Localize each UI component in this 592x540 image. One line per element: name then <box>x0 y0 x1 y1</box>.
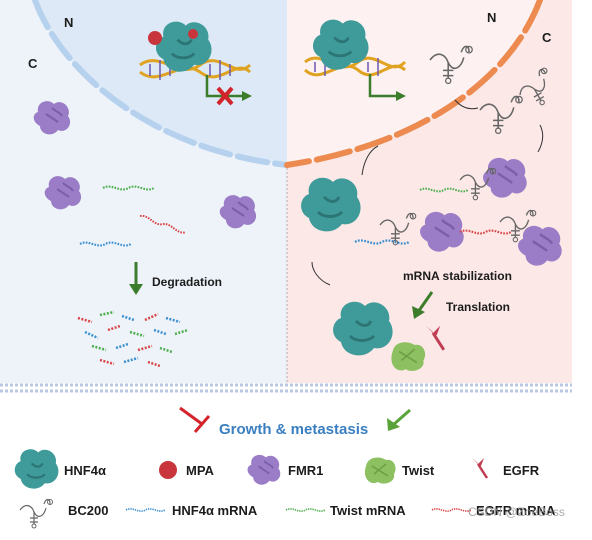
legend-hnf4a-label: HNF4α <box>64 463 106 478</box>
legend-bc200-label: BC200 <box>68 503 108 518</box>
translation-arrow <box>412 291 434 319</box>
degraded-fragments <box>77 310 189 368</box>
legend-twist-mrna-label: Twist mRNA <box>330 503 406 518</box>
right-nucleus-label: N <box>487 10 496 25</box>
legend-hnf4a-mrna-label: HNF4α mRNA <box>172 503 258 518</box>
block-x-icon <box>216 86 234 106</box>
right-nuclear-membrane <box>284 0 543 168</box>
bc200-legend-icon <box>19 498 54 529</box>
degradation-label: Degradation <box>152 275 222 289</box>
left-nucleus <box>35 0 287 165</box>
mrna-stabilization-label: mRNA stabilization <box>403 269 512 283</box>
legend-twist-label: Twist <box>402 463 435 478</box>
twist-mrna-legend-icon <box>285 508 326 512</box>
right-cytoplasm-label: C <box>542 30 552 45</box>
promote-arrow <box>387 408 411 431</box>
legend: HNF4α MPA FMR1 Twist EGFR BC200 HNF4α mR… <box>13 448 556 529</box>
left-nuclear-membrane <box>32 0 290 168</box>
hnf4a-mrna-legend-icon <box>125 508 166 512</box>
degradation-arrow <box>129 262 143 295</box>
legend-egfr-mrna-label: EGFR mRNA <box>476 503 556 518</box>
mpa-legend-icon <box>159 461 177 479</box>
legend-egfr-label: EGFR <box>503 463 540 478</box>
watermark: CSDN @ZoeBoss <box>468 505 565 519</box>
right-dna-complex <box>303 18 407 101</box>
egfr-legend-icon <box>470 456 489 480</box>
cell-membrane <box>0 383 572 393</box>
inhibit-symbol <box>179 406 211 433</box>
legend-mpa-label: MPA <box>186 463 215 478</box>
left-dna-complex <box>139 20 252 106</box>
mpa-molecule <box>148 31 162 45</box>
twist-legend-icon <box>364 456 397 485</box>
egfr-mrna-legend-icon <box>431 508 472 512</box>
legend-fmr1-label: FMR1 <box>288 463 323 478</box>
twist-protein <box>390 341 426 372</box>
hnf4a-legend-icon <box>13 448 60 490</box>
left-nucleus-label: N <box>64 15 73 30</box>
translation-label: Translation <box>446 300 510 314</box>
growth-metastasis-label: Growth & metastasis <box>219 421 368 438</box>
left-cytoplasm-label: C <box>28 56 38 71</box>
fmr1-legend-icon <box>246 453 282 486</box>
